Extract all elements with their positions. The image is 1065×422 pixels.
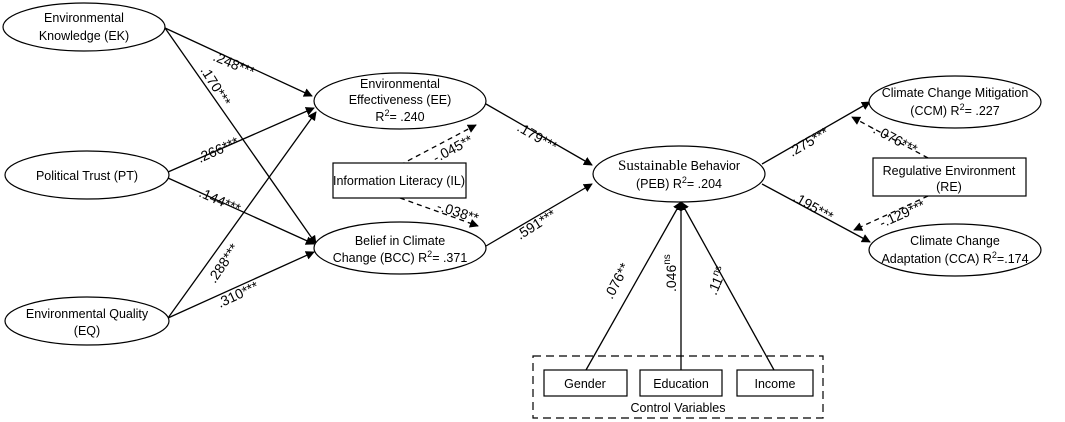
node-ccm	[868, 75, 1042, 129]
path-label-peb-ccm: .275***	[786, 124, 832, 160]
node-education	[639, 369, 723, 397]
node-il-label: Information Literacy (IL)	[333, 174, 465, 188]
edges	[164, 27, 929, 371]
edge-eq-ee	[167, 111, 317, 319]
node-ccm-label-1: Climate Change Mitigation	[882, 86, 1029, 100]
node-eq-label-2: (EQ)	[74, 324, 100, 338]
node-labels: Environmental Knowledge (EK) Political T…	[26, 11, 1029, 415]
edge-ek-bcc	[164, 27, 317, 245]
node-ek-label-2: Knowledge (EK)	[39, 29, 129, 43]
edge-gender-peb	[585, 201, 682, 371]
node-re-label-2: (RE)	[936, 180, 962, 194]
node-peb	[592, 145, 766, 203]
path-label-il-ee: -.045**	[430, 131, 476, 165]
node-bcc-label-1: Belief in Climate	[355, 234, 445, 248]
node-peb-label-2: (PEB) R2= .204	[636, 175, 722, 191]
node-education-label: Education	[653, 377, 709, 391]
node-income-label: Income	[755, 377, 796, 391]
node-ccm-label-2: (CCM) R2= .227	[910, 102, 999, 118]
node-ee	[313, 72, 487, 130]
edge-re-cca	[853, 195, 929, 231]
node-ee-label-2: Effectiveness (EE)	[349, 93, 452, 107]
node-peb-label-1: Sustainable Behavior	[618, 158, 740, 174]
node-cca	[868, 223, 1042, 277]
path-label-il-bcc: -.038**	[435, 198, 481, 227]
path-label-pt-bcc: .144***	[197, 184, 244, 217]
node-bcc	[313, 221, 487, 275]
path-label-eq-ee: .288***	[204, 240, 242, 286]
edge-peb-ccm	[761, 101, 871, 165]
path-label-income-peb: .11ns	[703, 264, 730, 297]
node-gender-label: Gender	[564, 377, 606, 391]
node-pt-label: Political Trust (PT)	[36, 169, 138, 183]
edge-income-peb	[680, 201, 775, 371]
node-eq-label-1: Environmental Quality	[26, 307, 149, 321]
node-eq	[4, 296, 170, 346]
control-variables-label: Control Variables	[631, 401, 726, 415]
path-label-pt-ee: .266***	[195, 133, 242, 166]
edge-eq-bcc	[167, 251, 315, 319]
node-cca-label-1: Climate Change	[910, 234, 1000, 248]
node-ek-label-1: Environmental	[44, 11, 124, 25]
edge-bcc-peb	[485, 183, 593, 247]
edge-peb-cca	[761, 183, 871, 243]
edge-ek-ee	[164, 27, 313, 97]
node-gender	[543, 369, 628, 397]
node-pt	[4, 150, 170, 200]
edge-pt-ee	[167, 107, 315, 173]
path-label-eq-bcc: .310***	[215, 278, 262, 311]
path-label-ee-peb: .179***	[515, 119, 561, 155]
node-ek	[2, 2, 166, 52]
node-re	[872, 157, 1027, 197]
edge-il-bcc	[399, 197, 479, 228]
node-bcc-label-2: Change (BCC) R2= .371	[333, 249, 468, 265]
path-label-peb-cca: .195***	[791, 189, 837, 225]
edge-pt-bcc	[167, 177, 315, 245]
node-income	[736, 369, 814, 397]
node-ee-label-1: Environmental	[360, 77, 440, 91]
node-re-label-1: Regulative Environment	[883, 164, 1016, 178]
path-label-bcc-peb: .591***	[513, 206, 559, 243]
node-cca-label-2: Adaptation (CCA) R2=.174	[881, 250, 1028, 266]
nodes	[2, 2, 1042, 397]
path-label-education-peb: .046ns	[662, 254, 679, 292]
path-labels: .248*** .170*** .266*** .144*** .288*** …	[195, 48, 928, 311]
node-il	[332, 162, 467, 199]
control-variables-group	[532, 355, 824, 419]
node-ee-r2: R2= .240	[375, 108, 424, 124]
edge-ee-peb	[485, 103, 593, 166]
